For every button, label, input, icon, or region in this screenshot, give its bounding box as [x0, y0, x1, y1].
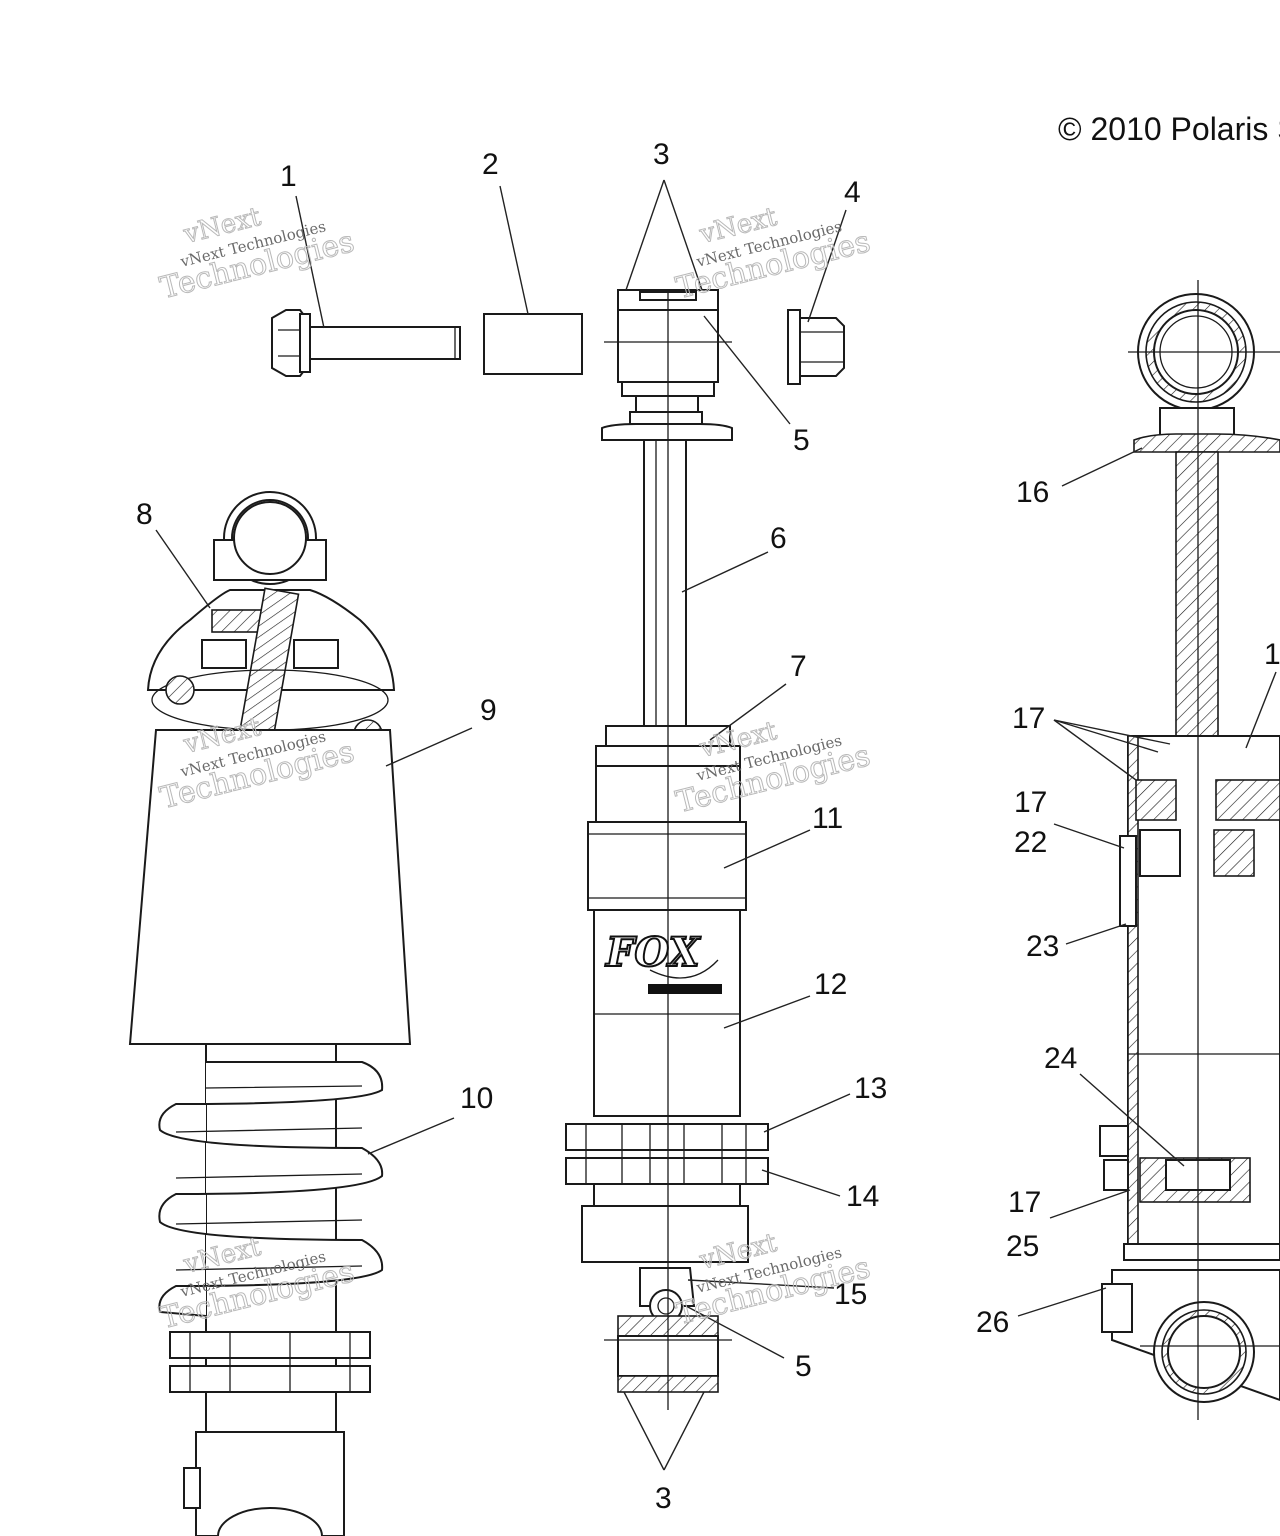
- callout-5-top: 5: [793, 424, 810, 457]
- callout-3-bottom: 3: [655, 1482, 672, 1515]
- callout-12: 12: [814, 968, 847, 1001]
- callout-2: 2: [482, 148, 499, 181]
- callout-3-top: 3: [653, 138, 670, 171]
- callout-23: 23: [1026, 930, 1059, 963]
- part-right-cutaway-shock: [1099, 280, 1280, 1420]
- callout-22: 22: [1014, 826, 1047, 859]
- callout-26: 26: [976, 1306, 1009, 1339]
- callout-14: 14: [846, 1180, 879, 1213]
- fox-brand-logo: FOX: [605, 929, 702, 976]
- part-left-shock: [128, 491, 412, 1536]
- part-bolt: [271, 309, 461, 377]
- part-middle-shock: [565, 289, 769, 1410]
- callout-10: 10: [460, 1082, 493, 1115]
- callout-7: 7: [790, 650, 807, 683]
- callout-9: 9: [480, 694, 497, 727]
- callout-16: 16: [1016, 476, 1049, 509]
- callout-17-b: 17: [1014, 786, 1047, 819]
- callout-6: 6: [770, 522, 787, 555]
- fox-tagline-bar: [648, 984, 722, 994]
- callout-8: 8: [136, 498, 153, 531]
- callout-1: 1: [280, 160, 297, 193]
- callout-15: 15: [834, 1278, 867, 1311]
- callout-17-a: 17: [1012, 702, 1045, 735]
- callout-4: 4: [844, 176, 861, 209]
- callout-11: 11: [812, 802, 843, 835]
- leader-lines: [155, 179, 1277, 1471]
- callout-24: 24: [1044, 1042, 1077, 1075]
- callout-1-right: 1: [1264, 638, 1280, 671]
- part-spacer: [483, 313, 583, 375]
- copyright-text: © 2010 Polaris S: [1058, 111, 1280, 147]
- callout-labels: 1 2 3 4 5 6 7 8 9 10 11 12 13 14 15 5 3 …: [136, 138, 1280, 1515]
- part-nut: [787, 309, 845, 385]
- callout-17-c: 17: [1008, 1186, 1041, 1219]
- callout-25: 25: [1006, 1230, 1039, 1263]
- fox-tail-icon: [649, 959, 719, 979]
- callout-5-bottom: 5: [795, 1350, 812, 1383]
- callout-13: 13: [854, 1072, 887, 1105]
